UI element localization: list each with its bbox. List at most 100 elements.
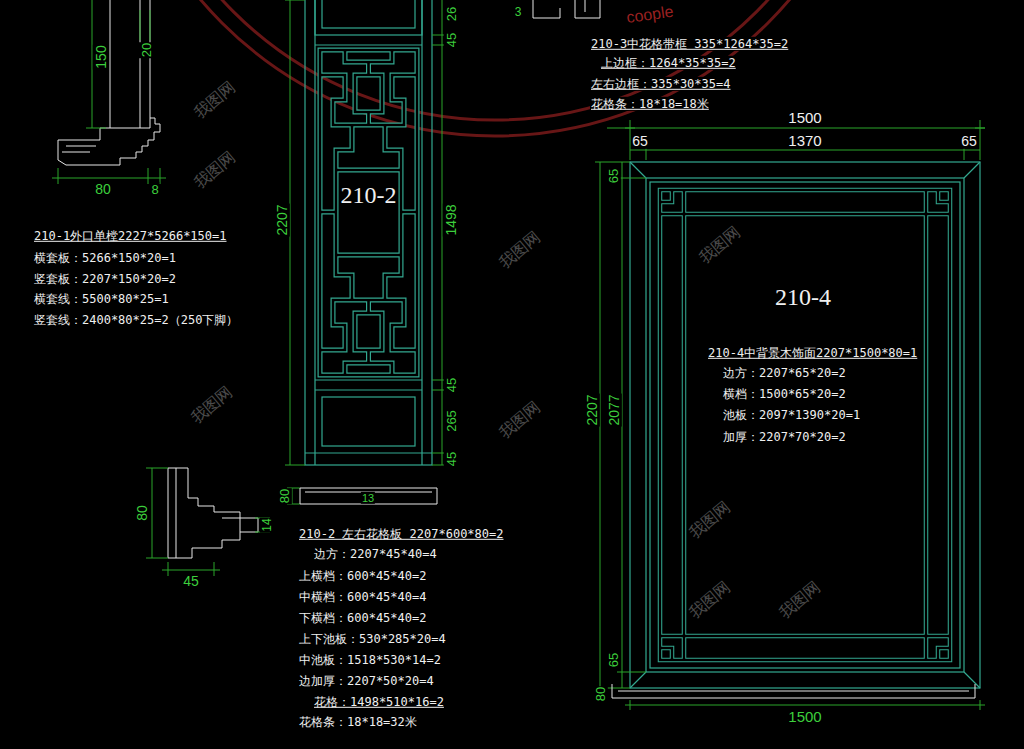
label-holder: 竖套板：2207*150*20=2 — [33, 269, 177, 287]
callout-number: 3 — [514, 5, 523, 19]
label-holder: 我图网 — [685, 497, 735, 543]
note-heading: 210-3中花格带框 335*1264*35=2 — [590, 37, 789, 51]
watermark: 我图网 — [685, 577, 734, 622]
note-line: 花格：1498*510*16=2 — [313, 695, 445, 709]
label-holder: 2207 — [273, 203, 291, 236]
dimension-value: 26 — [444, 6, 459, 22]
note-line: 上下池板：530*285*20=4 — [298, 632, 447, 646]
watermark-seal — [109, 0, 881, 136]
label-holder: 20 — [137, 42, 155, 58]
label-holder: 265 — [442, 409, 460, 433]
text-holder: 边方：2207*65*20=2 — [722, 363, 847, 381]
text-holder: 210-4 — [774, 284, 832, 312]
label-holder: 8 — [150, 180, 159, 198]
dimension-value: 45 — [444, 32, 459, 48]
dimension-value: 80 — [593, 686, 608, 702]
label-holder: 上边框：1264*35*35=2 — [600, 53, 737, 71]
label-holder: 13 — [361, 488, 375, 506]
profile-section — [612, 684, 975, 698]
text-holder: 横档：1500*65*20=2 — [722, 384, 847, 402]
watermark: 我图网 — [775, 577, 824, 622]
watermark: 我图网 — [495, 397, 544, 442]
note-line: 边加厚：2207*50*20=4 — [298, 674, 435, 688]
label-holder: 65 — [960, 132, 978, 150]
label-holder: 80 — [94, 180, 112, 198]
watermark: 我图网 — [695, 222, 744, 267]
note-line: 竖套板：2207*150*20=2 — [33, 272, 177, 286]
dimension-value: 65 — [606, 652, 621, 668]
label-holder: 14 — [257, 517, 275, 532]
note-line: 210-4中背景木饰面2207*1500*80=1 — [707, 346, 918, 360]
dimension-value: 2207 — [274, 203, 290, 236]
lattice-pattern — [320, 50, 417, 375]
background-panel: 210-4 210-4中背景木饰面2207*1500*80=1 边方：2207*65… — [630, 162, 980, 688]
note-line: 中横档：600*45*40=4 — [298, 590, 427, 604]
label-holder: 我图网 — [190, 147, 240, 193]
dimension-value: 80 — [134, 504, 150, 522]
note-heading: 210-2 左右花格板 2207*600*80=2 — [298, 527, 505, 541]
label-holder: 210-2 左右花格板 2207*600*80=2 — [298, 524, 505, 542]
label-holder: 210-1外口单樘2227*5266*150=1 — [33, 226, 228, 244]
note-line: 边方：2207*45*40=4 — [313, 547, 438, 561]
label-holder: 竖套线：2400*80*25=2（250下脚） — [33, 310, 239, 328]
dimension-value: 2207 — [584, 393, 600, 426]
note-line: 中池板：1518*530*14=2 — [298, 653, 442, 667]
note-line: 上横档：600*45*40=2 — [298, 569, 427, 583]
watermark: 我图网 — [190, 147, 239, 192]
label-holder: 80 — [275, 488, 293, 504]
label-holder: 我图网 — [495, 397, 545, 443]
label-holder: 45 — [442, 451, 460, 467]
label-holder: 150 — [92, 44, 110, 69]
label-holder: 1500 — [787, 109, 822, 127]
dimension-value: 13 — [361, 492, 375, 504]
lattice-panel: 210-2 — [318, 48, 419, 377]
dimension-value: 150 — [93, 44, 109, 69]
label-holder: 花格条：18*18=18米 — [590, 94, 710, 112]
label-holder: 花格条：18*18=32米 — [298, 712, 418, 730]
label-holder: 45 — [182, 572, 200, 590]
text-holder: 210-2 — [340, 182, 398, 210]
dimension-value: 20 — [139, 42, 154, 58]
dimension-value: 65 — [960, 133, 978, 149]
dimension-value: 14 — [260, 517, 274, 532]
label-holder: 26 — [442, 6, 460, 22]
label-holder: 我图网 — [187, 382, 237, 428]
label-holder: 我图网 — [190, 77, 240, 123]
dimension-value: 1370 — [787, 132, 822, 149]
label-holder: 80 — [591, 686, 609, 702]
note-line: 上边框：1264*35*35=2 — [600, 56, 737, 70]
dimension-lines — [52, 0, 166, 184]
text-holder: 210-4中背景木饰面2207*1500*80=1 — [707, 343, 918, 361]
watermark: 我图网 — [187, 382, 236, 427]
watermark: 我图网 — [495, 227, 544, 272]
label-holder: 我图网 — [685, 577, 735, 623]
note-line: 竖套线：2400*80*25=2（250下脚） — [33, 313, 239, 327]
panel-number: 210-2 — [340, 182, 398, 208]
dimension-lines — [146, 468, 270, 576]
note-line: 加厚：2207*70*20=2 — [722, 430, 847, 444]
note-line: 左右边框：335*30*35=4 — [590, 77, 731, 91]
text-holder: 池板：2097*1390*20=1 — [722, 405, 861, 423]
lattice-panel-frame — [305, 0, 432, 465]
label-holder: 我图网 — [695, 222, 745, 268]
watermark: 我图网 — [685, 497, 734, 542]
dimension-value: 2077 — [606, 393, 622, 426]
note-line: 下横档：600*45*40=2 — [298, 611, 427, 625]
label-holder: 65 — [604, 168, 622, 184]
profile-section — [533, 0, 600, 18]
label-holder: 中横档：600*45*40=4 — [298, 587, 427, 605]
label-holder: 横套线：5500*80*25=1 — [33, 289, 170, 307]
label-holder: 65 — [604, 652, 622, 668]
label-holder: 210-3中花格带框 335*1264*35=2 — [590, 34, 789, 52]
label-holder: 45 — [442, 377, 460, 393]
label-holder: 65 — [631, 132, 649, 150]
dimension-lines — [595, 120, 985, 710]
note-line: 横套线：5500*80*25=1 — [33, 292, 170, 306]
label-holder: 左右边框：335*30*35=4 — [590, 74, 731, 92]
dimension-value: 65 — [631, 133, 649, 149]
dimension-value: 80 — [94, 181, 112, 197]
label-holder: 80 — [133, 504, 151, 522]
note-line: 池板：2097*1390*20=1 — [722, 408, 861, 422]
dimension-value: 65 — [606, 168, 621, 184]
